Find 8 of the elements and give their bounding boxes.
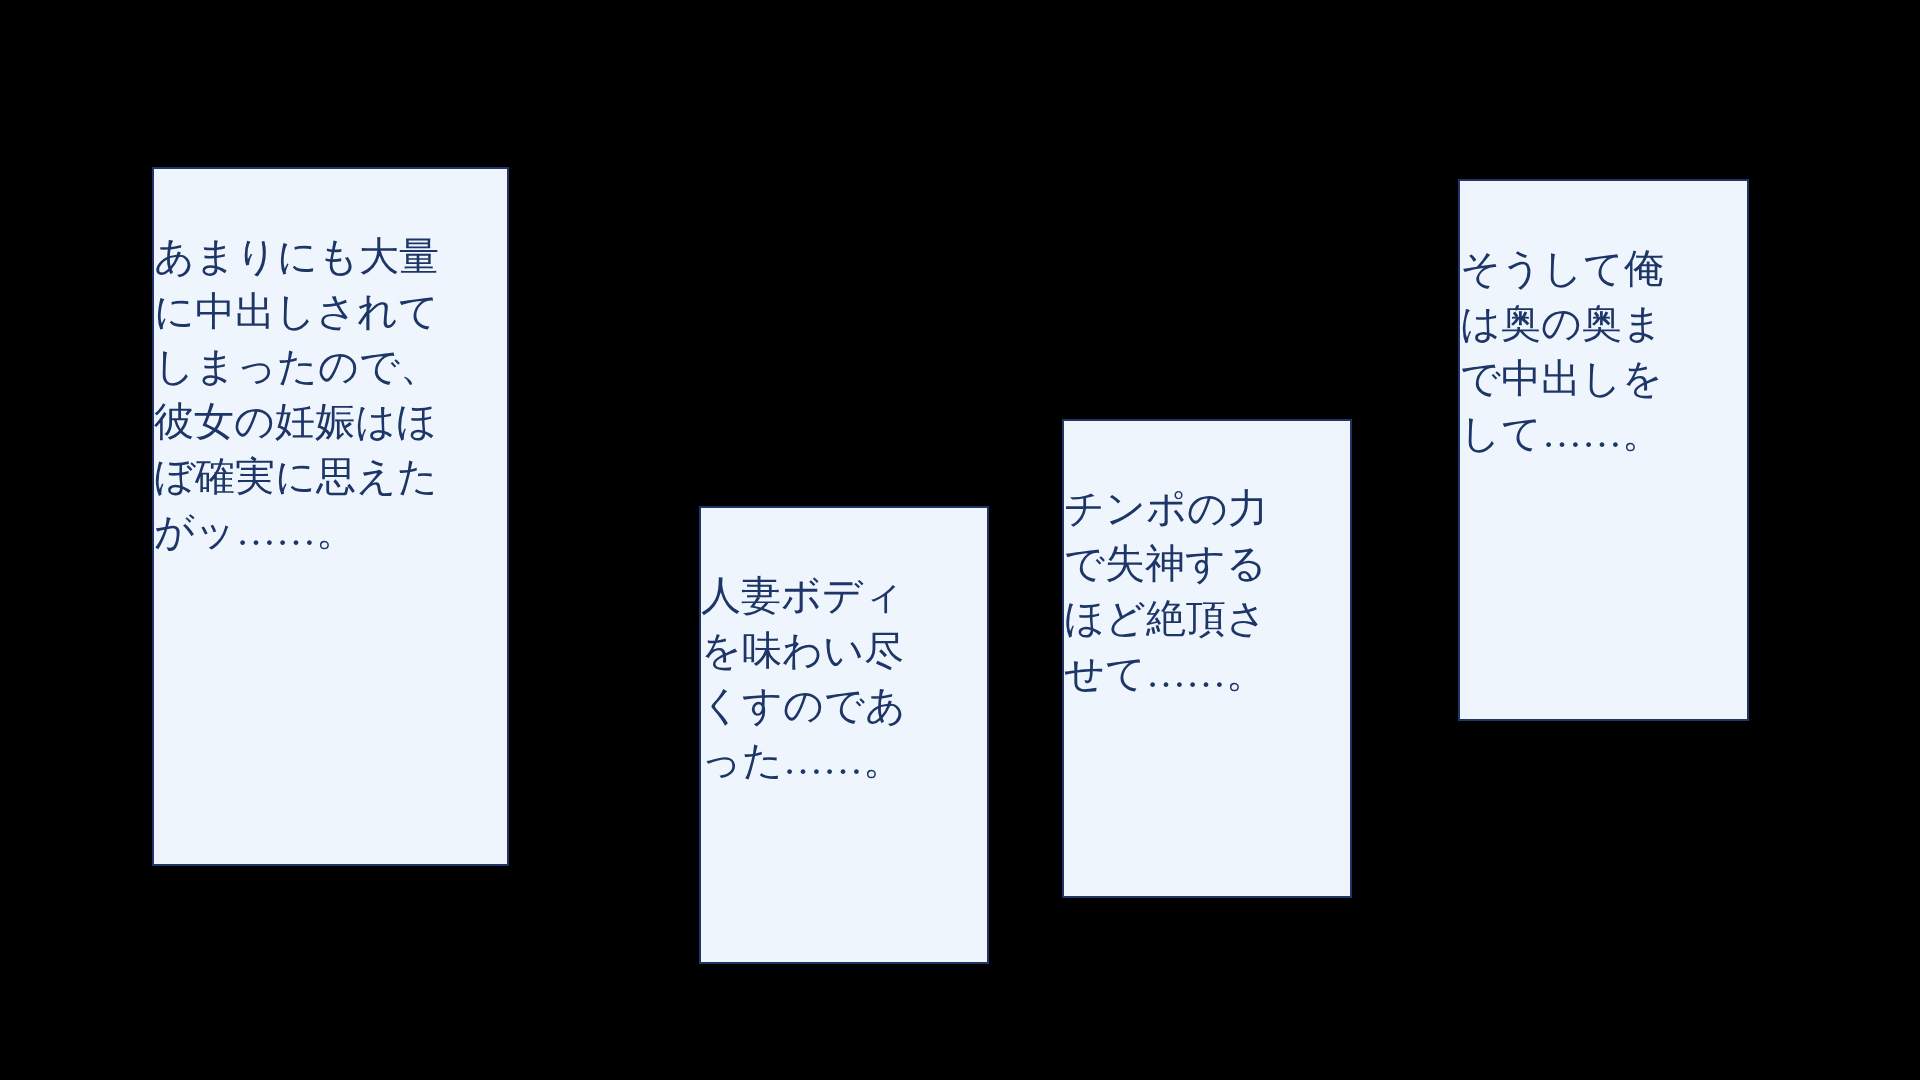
caption-panel: [152, 167, 509, 866]
narration-text: あまりにも大量に中出しされてしまったので、彼女の妊娠はほぼ確実に思えたがッ……。: [154, 233, 441, 556]
narration-text: 人妻ボディを味わい尽くすのであった……。: [701, 572, 907, 785]
caption-panel: [1458, 179, 1749, 721]
narration-text: そうして俺は奥の奥まで中出しをして……。: [1460, 245, 1665, 458]
caption-panel: [699, 506, 989, 964]
caption-panel: [1062, 419, 1352, 898]
narration-text: チンポの力で失神するほど絶頂させて……。: [1064, 485, 1269, 698]
